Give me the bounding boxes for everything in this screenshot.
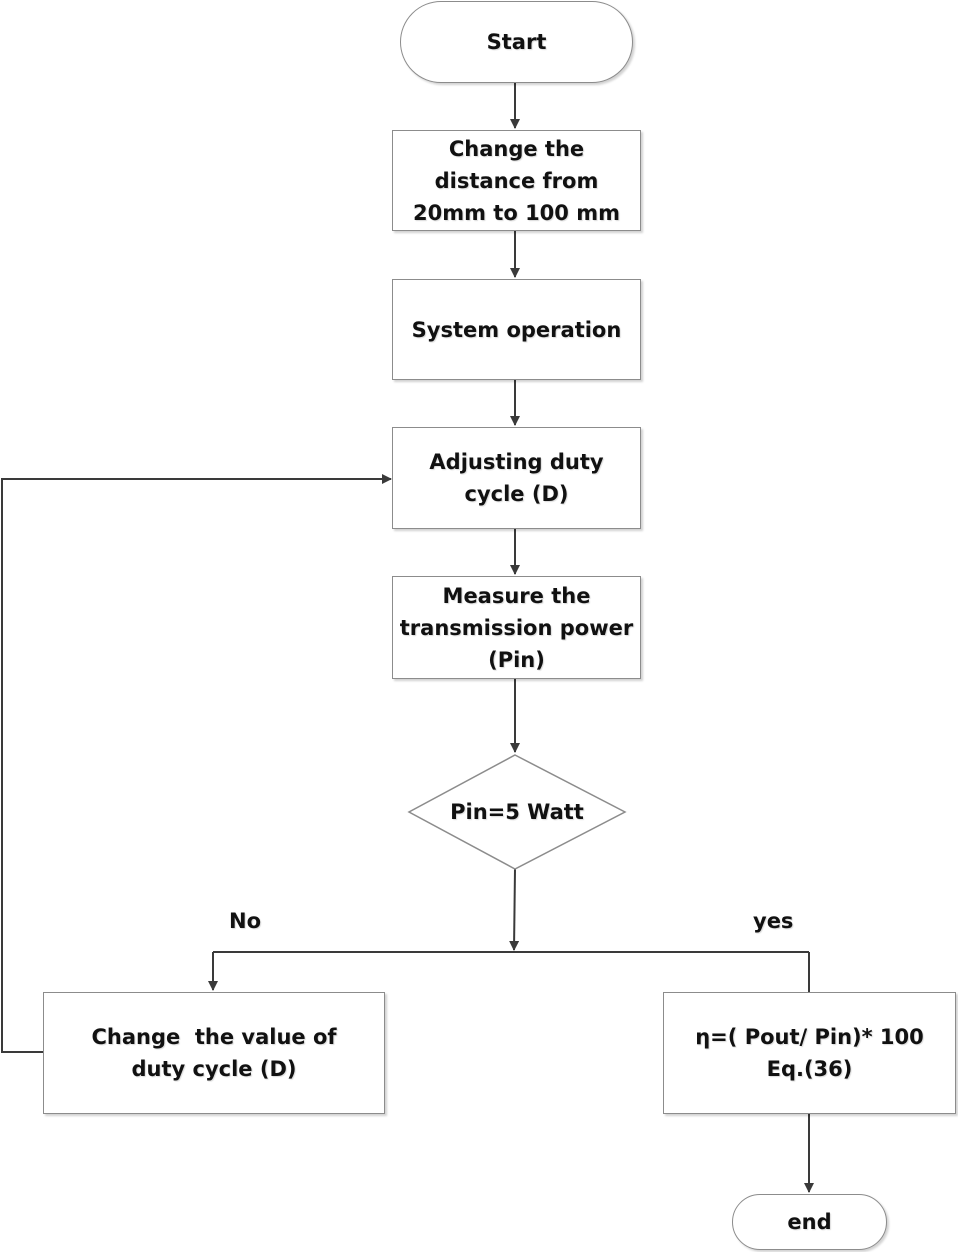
end-terminal: end (732, 1194, 887, 1250)
end-label: end (787, 1210, 832, 1234)
change-duty-cycle-label: Change the value of duty cycle (D) (91, 1025, 344, 1081)
start-terminal: Start (400, 1, 633, 83)
decision-diamond (407, 754, 627, 870)
adjust-duty-cycle-box: Adjusting duty cycle (D) (392, 427, 641, 529)
start-label: Start (486, 30, 547, 54)
change-distance-box: Change the distance from 20mm to 100 mm (392, 130, 641, 231)
decision-label: Pin=5 Watt (450, 800, 584, 824)
change-distance-label: Change the distance from 20mm to 100 mm (413, 136, 620, 225)
measure-power-box: Measure the transmission power (Pin) (392, 576, 641, 679)
measure-power-label: Measure the transmission power (Pin) (399, 583, 634, 672)
yes-branch-label: yes (753, 909, 794, 933)
system-operation-box: System operation (392, 279, 641, 380)
arrow-feedback-loop (1, 474, 392, 1053)
system-operation-label: System operation (411, 317, 622, 342)
efficiency-box: η=( Pout/ Pin)* 100 Eq.(36) (663, 992, 956, 1114)
adjust-duty-cycle-label: Adjusting duty cycle (D) (429, 450, 604, 506)
change-duty-cycle-box: Change the value of duty cycle (D) (43, 992, 385, 1114)
efficiency-label: η=( Pout/ Pin)* 100 Eq.(36) (695, 1025, 924, 1081)
no-branch-label: No (229, 909, 262, 933)
arrow-decision-to-branch (509, 868, 520, 951)
